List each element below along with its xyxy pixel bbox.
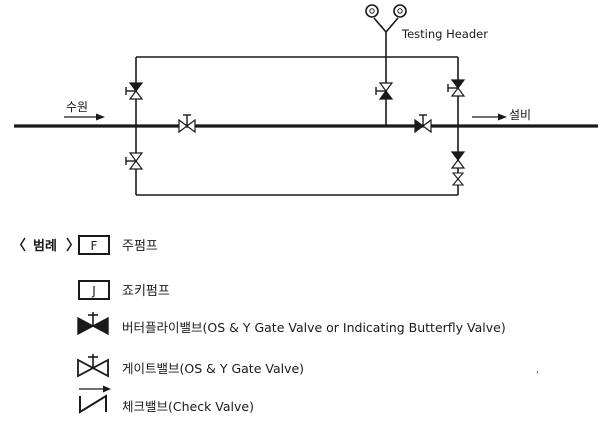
butterfly-valve-legend-icon bbox=[77, 312, 109, 336]
pipe-network bbox=[14, 17, 598, 196]
inflow-arrow-icon bbox=[64, 113, 105, 121]
butterfly-valve-right-upper-icon bbox=[447, 79, 466, 97]
testing-header-left-arm bbox=[373, 17, 387, 33]
legend-item-gate-valve: 게이트밸브(OS & Y Gate Valve) bbox=[77, 354, 304, 378]
butterfly-valve-main-icon bbox=[414, 114, 432, 134]
butterfly-valve-test-branch-icon bbox=[375, 82, 394, 100]
gate-valve-left-lower-icon bbox=[125, 152, 144, 170]
main-pump-label: 주펌프 bbox=[122, 239, 158, 254]
jockey-pump-symbol-letter: J bbox=[91, 284, 96, 298]
legend: 〈 범례 〉 F 주펌프 J 죠키펌프 bbox=[12, 235, 506, 414]
gate-valve-main-icon bbox=[178, 114, 196, 134]
testing-header-label: Testing Header bbox=[401, 27, 488, 41]
legend-title-text: 범례 bbox=[33, 238, 57, 254]
main-pump-symbol-letter: F bbox=[91, 239, 98, 253]
jockey-pump-label: 죠키펌프 bbox=[122, 284, 170, 299]
butterfly-valve-left-upper-icon bbox=[125, 82, 144, 100]
legend-item-check-valve: 체크밸브(Check Valve) bbox=[79, 385, 254, 414]
legend-open-bracket: 〈 bbox=[12, 238, 26, 254]
legend-title: 〈 범례 〉 bbox=[12, 238, 80, 254]
legend-close-bracket: 〉 bbox=[66, 238, 80, 254]
legend-item-butterfly-valve: 버터플라이밸브(OS & Y Gate Valve or Indicating … bbox=[77, 312, 506, 336]
legend-item-jockey-pump: J 죠키펌프 bbox=[78, 280, 170, 300]
butterfly-valve-label: 버터플라이밸브(OS & Y Gate Valve or Indicating … bbox=[122, 320, 506, 335]
main-pump-symbol-icon: F bbox=[78, 235, 110, 255]
speck-mark: ʼ bbox=[536, 371, 539, 381]
outflow-arrow-icon bbox=[472, 113, 507, 121]
equipment-label: 설비 bbox=[509, 108, 531, 122]
jockey-pump-symbol-icon: J bbox=[78, 280, 110, 300]
check-valve-label: 체크밸브(Check Valve) bbox=[122, 399, 254, 414]
testing-header-right-arm bbox=[385, 17, 399, 33]
check-valve-legend-icon bbox=[79, 385, 111, 414]
hose-connection-right-icon bbox=[393, 4, 407, 18]
butterfly-valve-right-lower-icon bbox=[450, 151, 466, 169]
hose-connection-left-icon bbox=[365, 4, 379, 18]
gate-valve-right-bottom-icon bbox=[451, 172, 465, 186]
source-label: 수원 bbox=[66, 100, 88, 114]
gate-valve-legend-icon bbox=[77, 354, 109, 378]
legend-item-main-pump: F 주펌프 bbox=[78, 235, 158, 255]
gate-valve-label: 게이트밸브(OS & Y Gate Valve) bbox=[122, 361, 304, 376]
